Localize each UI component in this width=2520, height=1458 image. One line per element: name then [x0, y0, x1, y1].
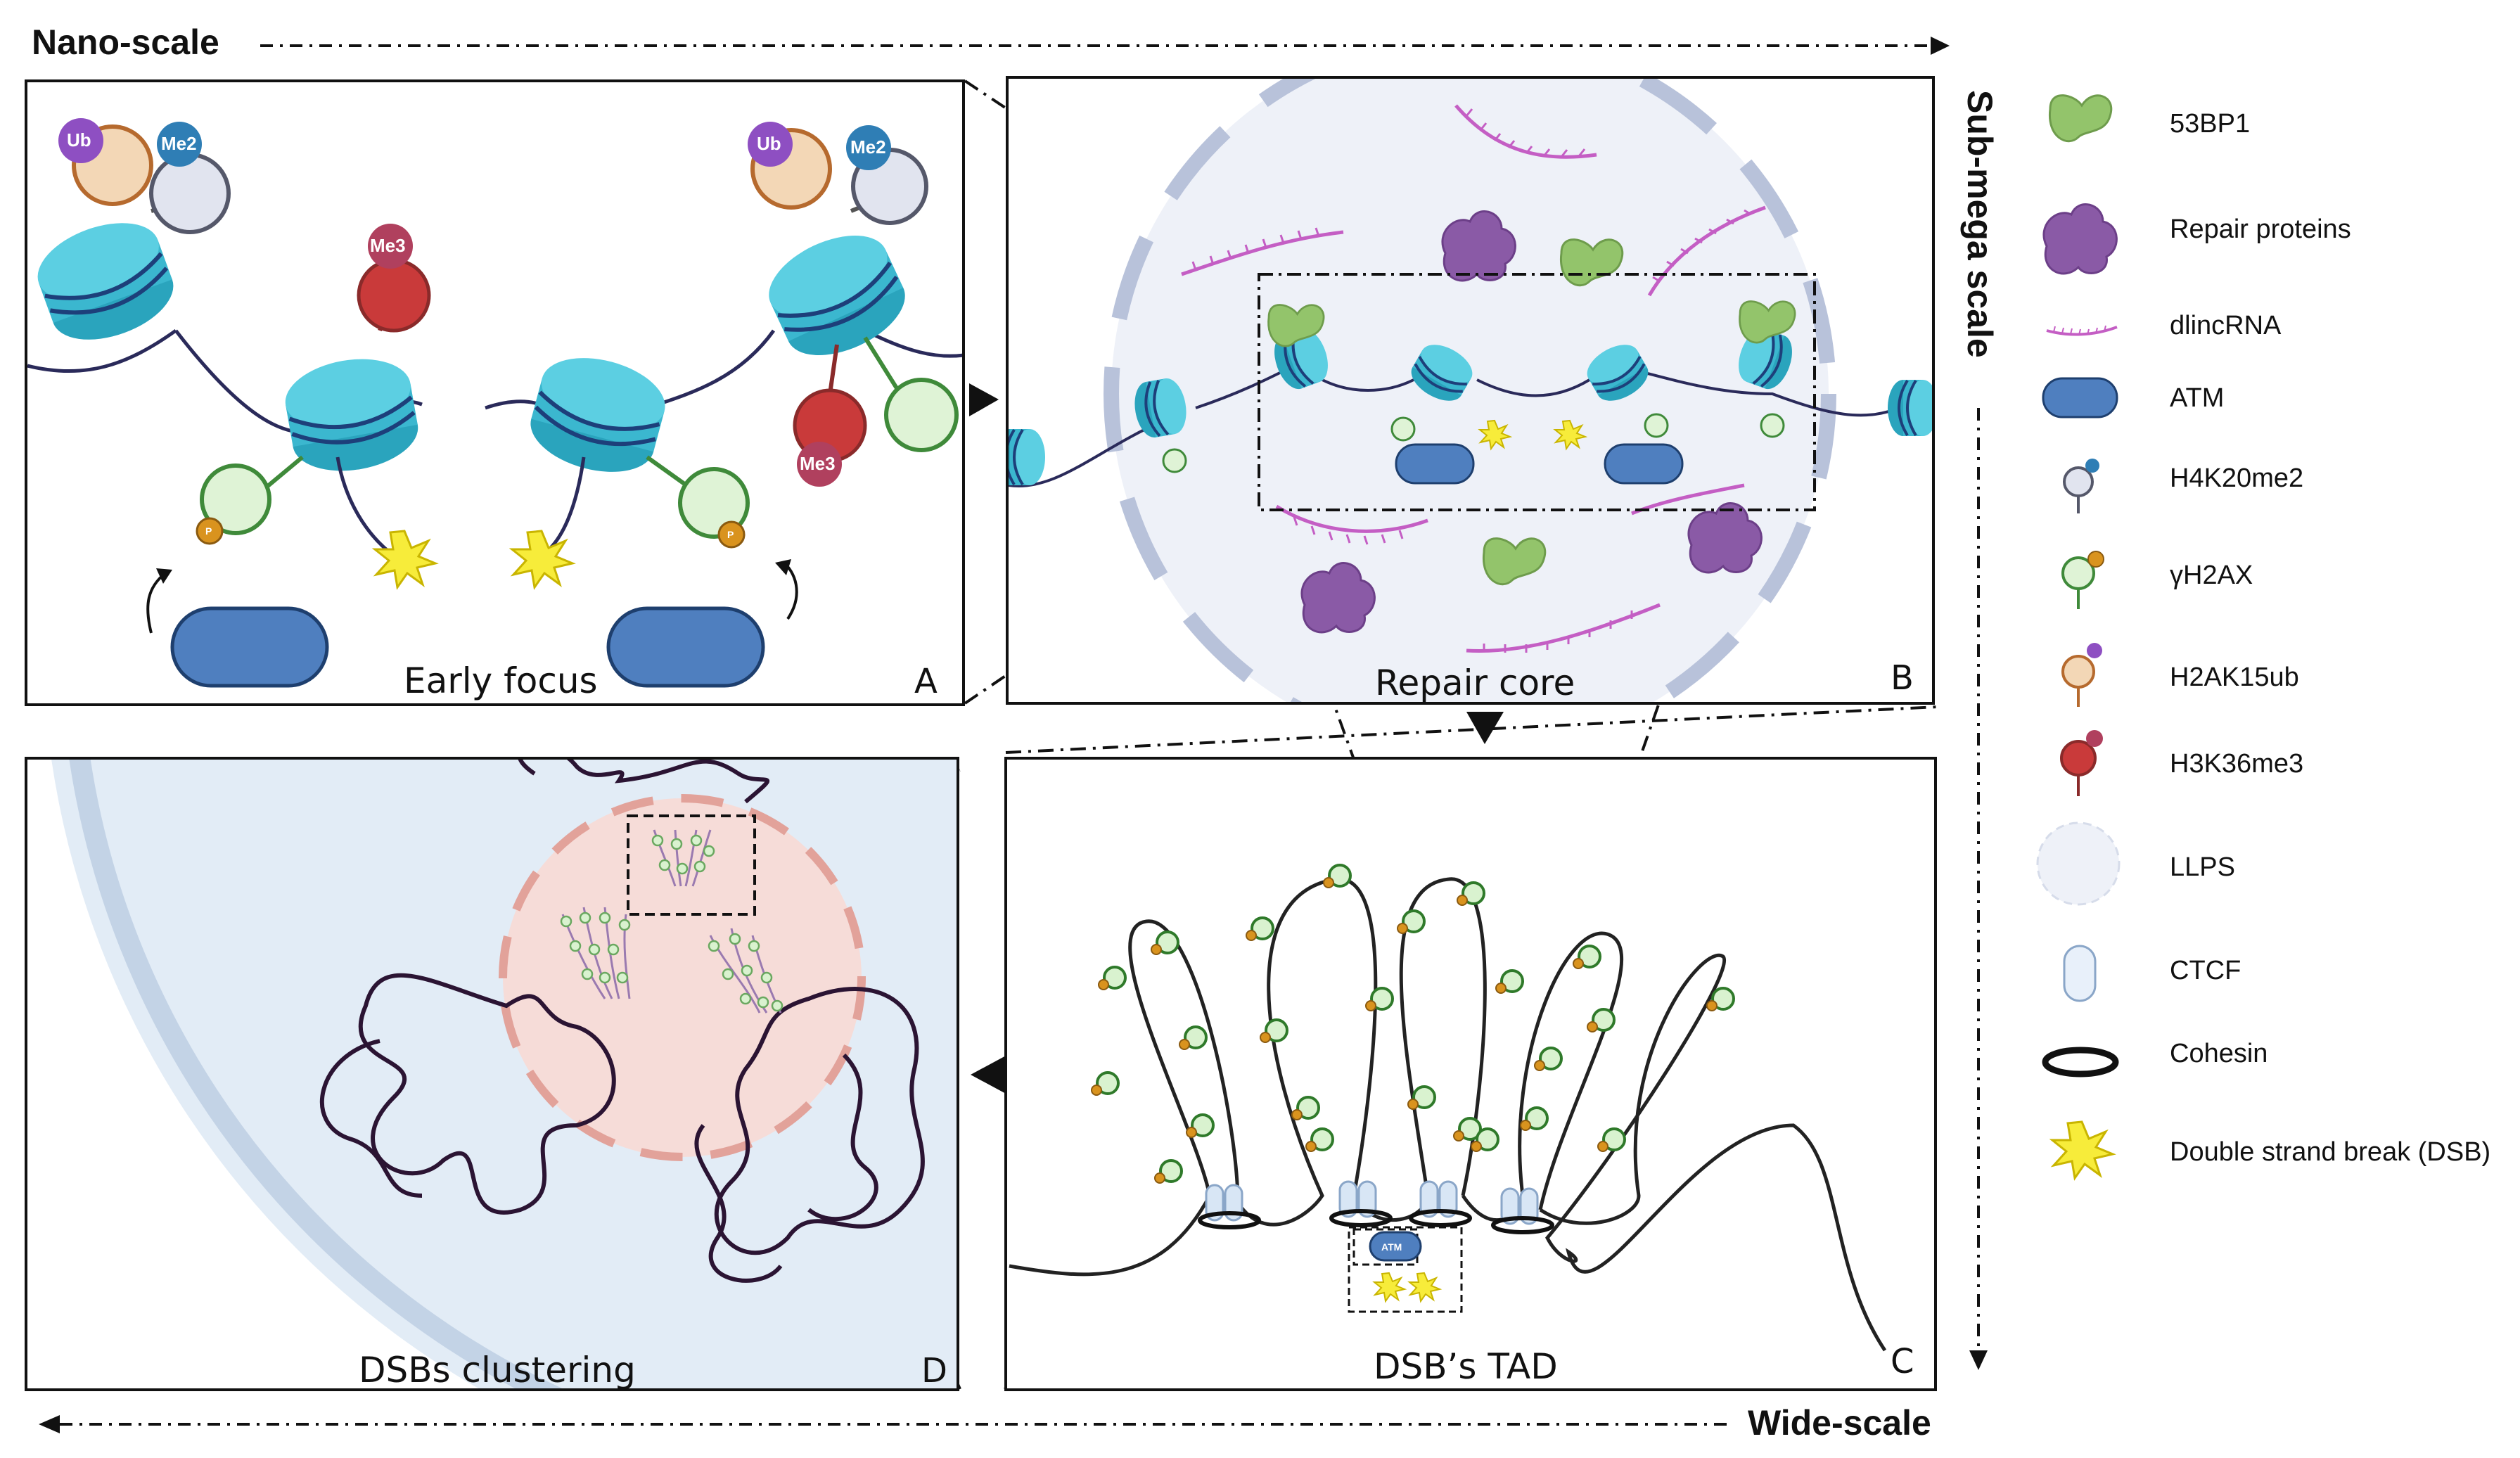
panel-d-caption: DSBs clustering	[359, 1350, 636, 1390]
legend-label-gh2ax: γH2AX	[2170, 561, 2253, 590]
gh2ax-icon	[2061, 551, 2104, 609]
sub-mega-scale-label: Sub-mega scale	[1960, 90, 2000, 358]
ctcf-cohesin-anchors	[1198, 1180, 1554, 1234]
panel-a-letter: A	[914, 662, 938, 701]
legend-label-dsb: Double strand break (DSB)	[2170, 1137, 2490, 1167]
panel-c-letter: C	[1891, 1342, 1914, 1381]
atm-icon	[606, 606, 765, 688]
me2-mark-label: Me2	[850, 136, 886, 158]
legend: 53BP1 Repair proteins dlincRNA ATM H4K20…	[2036, 94, 2490, 1179]
atm-icon	[1395, 443, 1475, 485]
nano-arrowhead	[1931, 37, 1950, 55]
legend-label-llps: LLPS	[2170, 852, 2235, 882]
atm-icon	[170, 606, 329, 688]
h3k36me3-icon	[2060, 730, 2103, 796]
dlincrna-icon	[2046, 325, 2118, 336]
panel-d: DSBs clustering D	[25, 757, 959, 1391]
chromatin-territories	[319, 760, 925, 1283]
nucleosome-icon	[1009, 428, 1047, 487]
legend-label-dlincrna: dlincRNA	[2170, 311, 2282, 340]
me3-mark-label: Me3	[800, 453, 836, 474]
legend-label-ctcf: CTCF	[2170, 956, 2241, 985]
panel-d-letter: D	[921, 1351, 947, 1390]
gh2ax-clusters	[560, 829, 783, 1013]
llps-condensate	[1111, 79, 1829, 702]
me3-mark-label: Me3	[370, 235, 406, 256]
cluster-inset-box	[627, 814, 756, 916]
legend-label-53bp1: 53BP1	[2170, 109, 2250, 139]
panel-b-caption: Repair core	[1375, 663, 1575, 703]
wide-arrowhead	[39, 1415, 60, 1433]
panel-b-letter: B	[1891, 658, 1914, 698]
flow-arrow-a-to-b	[969, 383, 999, 416]
gh2ax-mark	[678, 467, 750, 539]
p-mark-label: P	[727, 529, 734, 540]
panel-b: Repair core B	[1006, 76, 1935, 705]
53bp1-icon	[2048, 94, 2113, 143]
atm-label: ATM	[1381, 1241, 1402, 1253]
wide-scale-label: Wide-scale	[1748, 1403, 1931, 1443]
gh2ax-mark	[200, 463, 271, 535]
legend-label-h4k20me2: H4K20me2	[2170, 463, 2303, 493]
repair-focus-llps	[503, 798, 862, 1157]
sub-mega-arrowhead	[1969, 1350, 1988, 1370]
ctcf-icon	[2063, 945, 2097, 1002]
atm-icon	[1369, 1231, 1422, 1262]
panel-a: Ub Me2 Me3 P P	[25, 79, 965, 706]
dsb-icon	[2051, 1120, 2114, 1179]
ub-mark-label: Ub	[67, 129, 91, 151]
gh2ax-mark	[884, 378, 959, 452]
flow-arrow-b-to-c	[1466, 712, 1504, 744]
h3k36me3-mark	[357, 258, 431, 333]
atm-icon	[1604, 443, 1684, 485]
me2-mark-label: Me2	[161, 133, 197, 154]
repair-proteins-icon	[2042, 203, 2118, 275]
legend-label-h3k36me3: H3K36me3	[2170, 749, 2303, 779]
cohesin-icon	[2042, 1047, 2119, 1077]
panel-a-caption: Early focus	[404, 660, 598, 701]
llps-icon	[2036, 821, 2121, 906]
nano-scale-label: Nano-scale	[32, 23, 219, 62]
panel-c: ATM DSB’s TAD C	[1004, 757, 1937, 1391]
h4k20me2-icon	[2063, 459, 2099, 513]
p-mark-label: P	[205, 525, 212, 537]
legend-label-h2ak15ub: H2AK15ub	[2170, 663, 2299, 692]
flow-arrow-c-to-d	[971, 1055, 1007, 1094]
ub-mark-label: Ub	[757, 133, 781, 154]
atm-icon	[2042, 377, 2118, 418]
dsb-site-box	[1348, 1226, 1463, 1313]
repair-core-inset-box	[1258, 273, 1816, 511]
legend-label-cohesin: Cohesin	[2170, 1039, 2268, 1068]
legend-label-atm: ATM	[2170, 383, 2224, 413]
dlincrna-ticks	[1191, 108, 1752, 653]
nucleosome-icon	[1886, 378, 1932, 437]
h4k20me2-mark	[149, 153, 231, 234]
legend-label-repair-proteins: Repair proteins	[2170, 215, 2351, 244]
h2ak15ub-icon	[2061, 643, 2102, 707]
panel-c-caption: DSB’s TAD	[1374, 1346, 1558, 1387]
